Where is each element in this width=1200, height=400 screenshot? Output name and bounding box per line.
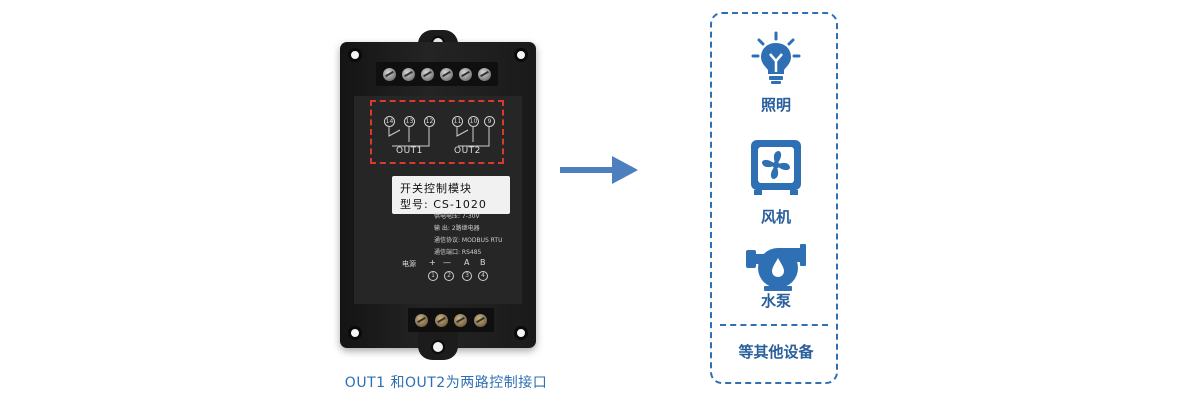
screw-terminal — [421, 67, 434, 81]
device-label-lighting: 照明 — [760, 96, 791, 114]
dashed-divider — [720, 324, 828, 326]
fan-icon — [751, 140, 801, 195]
mount-hole — [348, 326, 362, 340]
terminal-number: 1 — [428, 271, 438, 281]
terminal-sign: B — [480, 258, 486, 267]
controlled-devices-card: 照明 风机 水泵 等其他设备 — [710, 12, 838, 384]
terminal-sign: + — [429, 258, 436, 267]
relay-pin: 12 — [424, 116, 435, 127]
screw-terminal — [434, 313, 448, 327]
terminal-number: 3 — [462, 271, 472, 281]
spec-line: 输 出: 2路继电器 — [434, 225, 480, 232]
relay-pin: 9 — [484, 116, 495, 127]
power-label: 电源 — [402, 260, 416, 268]
screw-terminal — [473, 313, 487, 327]
other-devices-label: 等其他设备 — [738, 343, 814, 361]
terminal-sign: — — [443, 258, 451, 267]
water-pump-icon — [746, 244, 806, 291]
screw-terminal — [440, 67, 453, 81]
arrow-right-icon — [560, 156, 638, 184]
bottom-mounting-ear — [418, 330, 458, 360]
product-name: 开关控制模块 — [400, 182, 472, 195]
terminal-number: 2 — [444, 271, 454, 281]
light-bulb-icon — [751, 31, 801, 84]
screw-terminal — [415, 313, 429, 327]
screw-terminal — [459, 67, 472, 81]
spec-line: 供电电压: 7-30V — [434, 213, 480, 220]
spec-line: 通信端口: RS485 — [434, 249, 482, 256]
mount-hole — [348, 48, 362, 62]
caption: OUT1 和OUT2为两路控制接口 — [344, 375, 548, 391]
model-sticker: 开关控制模块 型号: CS-1020 — [392, 176, 510, 214]
output-highlight-box — [370, 100, 504, 164]
screw-terminal — [454, 313, 468, 327]
screw-terminal — [478, 67, 491, 81]
screw-terminal — [402, 67, 415, 81]
terminal-number: 4 — [478, 271, 488, 281]
out2-label: OUT2 — [454, 146, 481, 156]
relay-pin: 14 — [384, 116, 395, 127]
device-label-fan: 风机 — [760, 208, 791, 226]
relay-pin: 11 — [452, 116, 463, 127]
screw-terminal — [383, 67, 396, 81]
spec-line: 通信协议: MODBUS RTU — [434, 237, 503, 244]
relay-switch-symbols — [388, 127, 490, 147]
bottom-terminal-block — [408, 308, 494, 332]
relay-pin: 13 — [404, 116, 415, 127]
relay-pin: 10 — [468, 116, 479, 127]
model-number: 型号: CS-1020 — [400, 198, 487, 211]
mount-hole — [514, 326, 528, 340]
device-label-pump: 水泵 — [760, 292, 791, 310]
top-terminal-block — [376, 62, 498, 86]
out1-label: OUT1 — [396, 146, 423, 156]
mount-hole — [514, 48, 528, 62]
terminal-sign: A — [464, 258, 470, 267]
switch-control-module: 14 13 12 11 10 9 OUT1 OUT2 开关控制模块 型号: CS… — [340, 30, 536, 360]
